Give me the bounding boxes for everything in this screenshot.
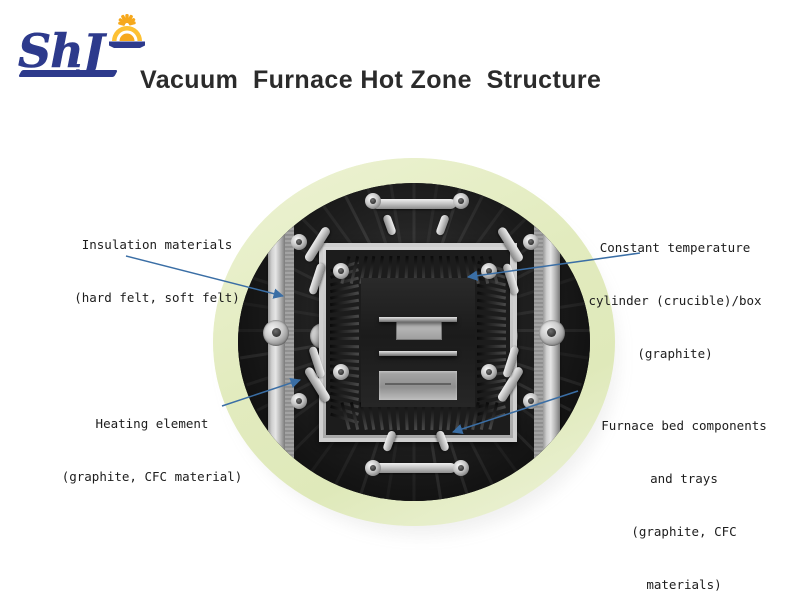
- callout-line: (graphite): [555, 345, 795, 363]
- heater-fin: [330, 351, 360, 355]
- heater-fin: [477, 344, 506, 347]
- callout-line: (graphite, CFC material): [32, 468, 272, 486]
- callout-line: materials): [570, 576, 798, 594]
- callout-line: (graphite, CFC: [570, 523, 798, 541]
- tray-shelf-lower: [379, 351, 457, 356]
- callout-line: Furnace bed components: [570, 417, 798, 435]
- strut-pivot: [453, 460, 469, 476]
- callout-line: Insulation materials: [42, 236, 272, 254]
- heater-fin: [330, 307, 360, 314]
- heater-fin: [477, 299, 507, 307]
- page-title: Vacuum Furnace Hot Zone Structure: [140, 66, 601, 95]
- heater-fin: [330, 358, 360, 363]
- furnace-chamber: [238, 183, 590, 501]
- hot-zone-void: [361, 278, 475, 407]
- heater-fin: [477, 322, 507, 327]
- callout-line: Constant temperature: [555, 239, 795, 257]
- heater-fin: [330, 322, 360, 327]
- heater-fin: [330, 337, 359, 340]
- strut-pivot: [291, 393, 307, 409]
- heater-fin: [330, 314, 360, 320]
- callout-furnace-bed-components: Furnace bed components and trays (graphi…: [570, 381, 798, 600]
- brand-logo-swash: [18, 70, 118, 77]
- strut-pivot: [523, 393, 539, 409]
- callout-heating-element: Heating element (graphite, CFC material): [32, 379, 272, 521]
- callout-line: cylinder (crucible)/box: [555, 292, 795, 310]
- heater-fin: [330, 378, 360, 386]
- support-strut: [372, 463, 457, 473]
- callout-insulation-materials: Insulation materials (hard felt, soft fe…: [42, 200, 272, 342]
- callout-line: (hard felt, soft felt): [42, 289, 272, 307]
- heater-fin: [477, 307, 507, 314]
- callout-constant-temperature-cylinder: Constant temperature cylinder (crucible)…: [555, 203, 795, 398]
- furnace-bed-tray: [379, 371, 457, 399]
- strut-pivot: [453, 193, 469, 209]
- support-strut: [372, 199, 457, 209]
- heater-fin: [477, 314, 507, 320]
- heater-fin: [477, 358, 507, 363]
- strut-pivot: [481, 263, 497, 279]
- sunrise-icon: [104, 14, 150, 48]
- brand-logo-text: ShJ: [18, 28, 103, 74]
- heater-fin: [330, 299, 360, 307]
- heater-fin: [330, 344, 359, 347]
- callout-line: and trays: [570, 470, 798, 488]
- heater-fin: [330, 330, 360, 334]
- heater-fin: [477, 330, 507, 334]
- heater-fin: [477, 351, 507, 355]
- strut-pivot: [523, 234, 539, 250]
- strut-pivot: [365, 193, 381, 209]
- strut-pivot: [365, 460, 381, 476]
- heater-fin: [477, 337, 506, 340]
- strut-pivot: [333, 263, 349, 279]
- strut-pivot: [291, 234, 307, 250]
- callout-line: Heating element: [32, 415, 272, 433]
- brand-logo: ShJ: [18, 14, 148, 76]
- tray-shelf-upper: [379, 317, 457, 322]
- crucible-interior: [326, 250, 510, 435]
